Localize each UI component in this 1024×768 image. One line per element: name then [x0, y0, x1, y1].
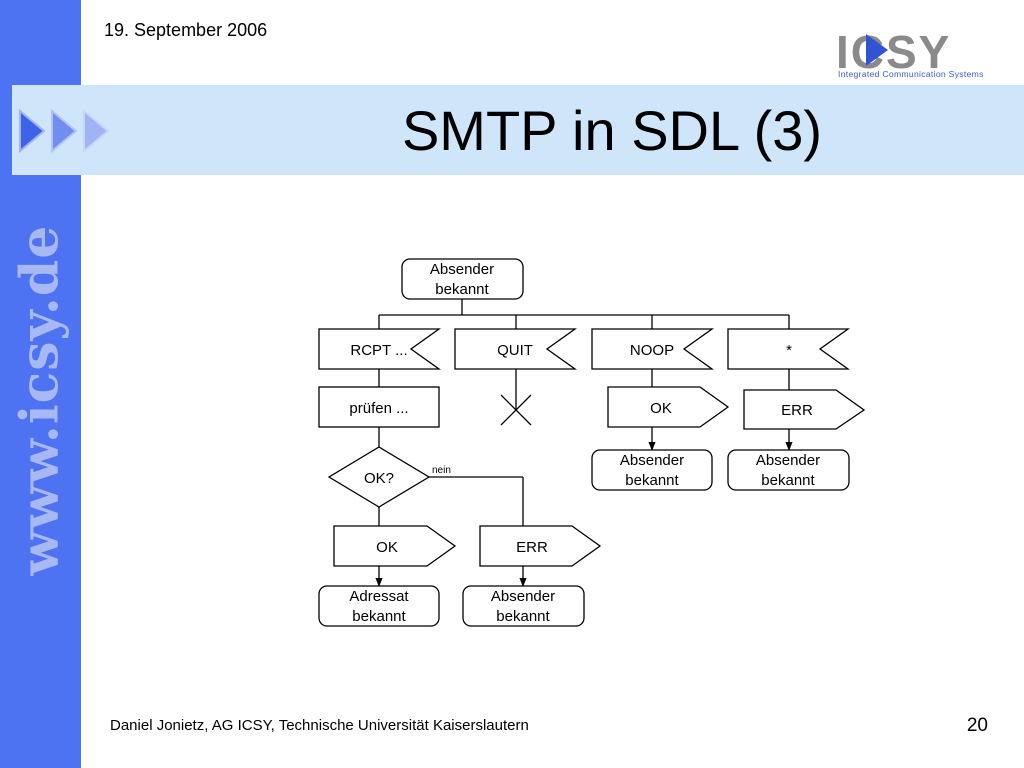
state-ok-line1: Adressat: [349, 588, 409, 605]
state-star-line2: bekannt: [761, 472, 815, 489]
state-err-line1: Absender: [491, 588, 555, 605]
triple-arrow-icon: [19, 109, 110, 153]
state-adressat-bekannt: [318, 585, 440, 627]
input-noop: [591, 328, 715, 370]
footer-author: Daniel Jonietz, AG ICSY, Technische Univ…: [110, 717, 529, 734]
output-ok-rcpt: [333, 525, 457, 567]
output-ok-noop-label: OK: [650, 400, 672, 417]
state-noop-line2: bekannt: [625, 472, 679, 489]
state-absender-bekannt-star: [727, 449, 850, 491]
input-rcpt-label: RCPT ...: [350, 342, 407, 359]
state-ok-line2: bekannt: [352, 608, 406, 625]
state-top-line1: Absender: [430, 261, 494, 278]
slide-title: SMTP in SDL (3): [401, 99, 823, 162]
logo-subtitle: Integrated Communication Systems: [838, 69, 984, 79]
output-ok-noop: [607, 386, 730, 428]
input-noop-label: NOOP: [630, 342, 674, 359]
output-err-star: [743, 389, 866, 430]
input-quit-label: QUIT: [497, 342, 533, 359]
output-err-rcpt-label: ERR: [516, 539, 548, 556]
logo-play-mark: [866, 34, 888, 66]
output-ok-rcpt-label: OK: [376, 539, 398, 556]
slide-date: 19. September 2006: [104, 20, 268, 40]
task-pruefen: [318, 386, 440, 428]
logo-wordmark: ICSY: [836, 28, 951, 78]
task-pruefen-label: prüfen ...: [349, 400, 408, 417]
input-rcpt: [318, 328, 442, 370]
state-err-line2: bekannt: [496, 608, 550, 625]
state-absender-bekannt-top: [401, 258, 524, 300]
output-err-star-label: ERR: [781, 402, 813, 419]
title-band: [12, 85, 1024, 175]
input-star-label: *: [786, 342, 792, 359]
state-noop-line1: Absender: [620, 452, 684, 469]
state-absender-bekannt-noop: [591, 449, 713, 491]
input-quit: [454, 328, 578, 370]
output-err-rcpt: [479, 525, 602, 567]
input-star: [727, 328, 851, 370]
decision-no-label: nein: [432, 465, 451, 476]
state-top-line2: bekannt: [435, 281, 489, 298]
state-absender-bekannt-err: [462, 585, 585, 627]
icsy-logo: ICSY: [836, 28, 951, 78]
decision-ok: [327, 446, 431, 508]
page-number: 20: [966, 715, 988, 736]
state-star-line1: Absender: [756, 452, 820, 469]
decision-ok-label: OK?: [364, 470, 394, 487]
